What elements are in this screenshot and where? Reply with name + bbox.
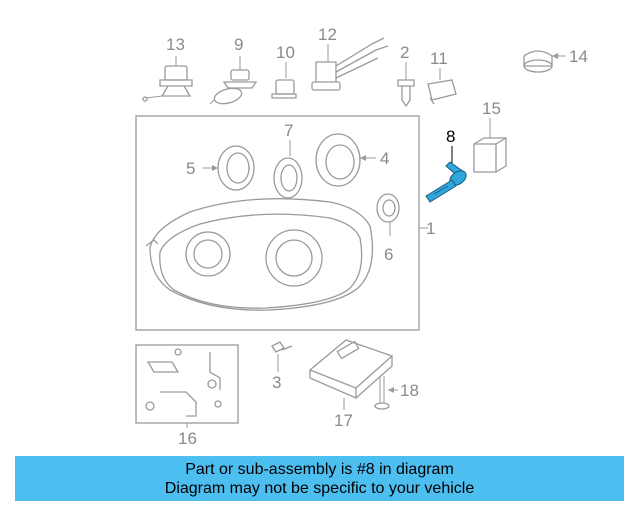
part-5-ring	[203, 145, 255, 191]
part-10-bulb	[271, 62, 297, 99]
callout-17: 17	[334, 411, 353, 430]
part-7-ring	[273, 140, 303, 199]
callout-16: 16	[178, 429, 197, 448]
callout-18: 18	[400, 381, 419, 400]
callout-8: 8	[446, 127, 456, 146]
callout-14: 14	[569, 47, 588, 66]
part-11-bulb	[427, 68, 457, 105]
callout-13: 13	[166, 35, 185, 54]
part-18-bolt	[374, 376, 398, 410]
part-3-screw	[271, 341, 293, 372]
callout-4: 4	[380, 149, 390, 168]
part-14-cap	[523, 50, 566, 73]
callout-5: 5	[186, 159, 196, 178]
callout-9: 9	[234, 35, 244, 54]
callout-12: 12	[318, 25, 337, 44]
part-9-bulb	[209, 56, 258, 105]
headlamp-assembly-frame	[135, 115, 420, 331]
part-17-module	[308, 339, 394, 410]
part-2-screw	[397, 62, 415, 108]
callout-11: 11	[430, 49, 448, 68]
part-13-bulb	[142, 56, 193, 102]
part-8-bulb-highlighted	[425, 146, 467, 203]
info-banner: Part or sub-assembly is #8 in diagram Di…	[15, 456, 624, 501]
callout-7: 7	[284, 121, 294, 140]
part-6-cap	[376, 193, 400, 236]
banner-line-1: Part or sub-assembly is #8 in diagram	[185, 460, 454, 478]
callout-15: 15	[482, 99, 501, 118]
callout-6: 6	[384, 245, 394, 264]
headlamp-housing	[145, 198, 374, 311]
callout-1: 1	[426, 219, 436, 238]
part-15-module	[473, 118, 507, 173]
part-4-cover	[315, 133, 376, 187]
callout-2: 2	[400, 43, 410, 62]
banner-line-2: Diagram may not be specific to your vehi…	[164, 479, 475, 497]
callout-10: 10	[276, 43, 295, 62]
part-16-brackets	[135, 344, 239, 428]
parts-diagram	[135, 37, 566, 428]
callout-3: 3	[272, 373, 282, 392]
part-12-socket	[311, 37, 389, 91]
